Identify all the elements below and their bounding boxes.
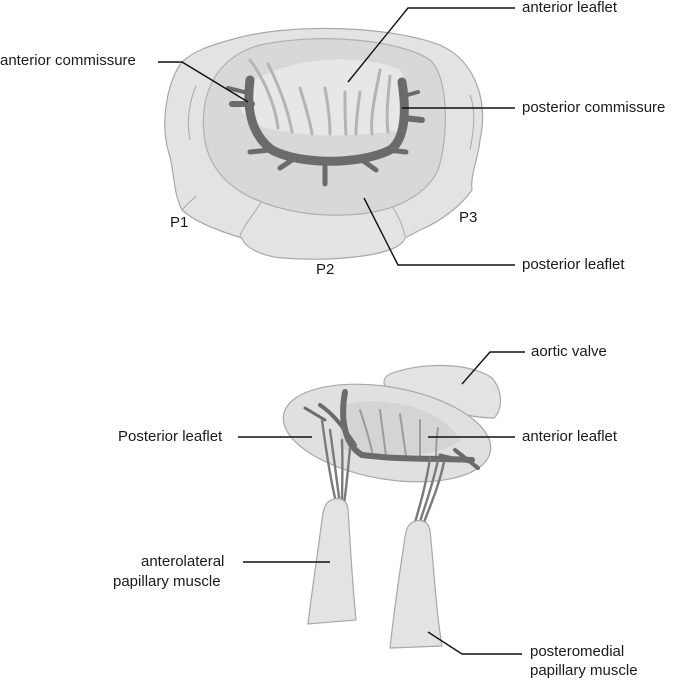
posterior-chordae-band [226, 75, 425, 187]
posteromedial-papillary-muscle-shape [389, 520, 443, 649]
label-anterolateral-line1: anterolateral [141, 553, 225, 570]
label-anterolateral-line2: papillary muscle [113, 573, 221, 590]
label-posterior-commissure: posterior commissure [522, 99, 666, 116]
label-scallop-p2: P2 [316, 261, 335, 278]
label-scallop-p1: P1 [170, 214, 189, 231]
anterolateral-papillary-muscle-shape [307, 498, 357, 625]
label-scallop-p3: P3 [459, 209, 478, 226]
label-posterior-leaflet-top: posterior leaflet [522, 256, 625, 273]
label-anterior-leaflet-side: anterior leaflet [522, 428, 618, 445]
label-anterior-leaflet-top: anterior leaflet [522, 0, 618, 16]
side-view-leader-lines [238, 351, 525, 655]
side-view-valve [282, 364, 502, 649]
label-posterior-leaflet-side: Posterior leaflet [118, 428, 223, 445]
label-posteromedial-line1: posteromedial [530, 643, 625, 660]
anterior-leaflet-chordae [248, 58, 392, 136]
label-anterior-commissure: anterior commissure [0, 52, 136, 69]
top-view-leader-lines [158, 7, 515, 266]
label-aortic-valve: aortic valve [531, 343, 607, 360]
label-posteromedial-line2: papillary muscle [530, 662, 638, 679]
top-view-valve [164, 27, 484, 260]
